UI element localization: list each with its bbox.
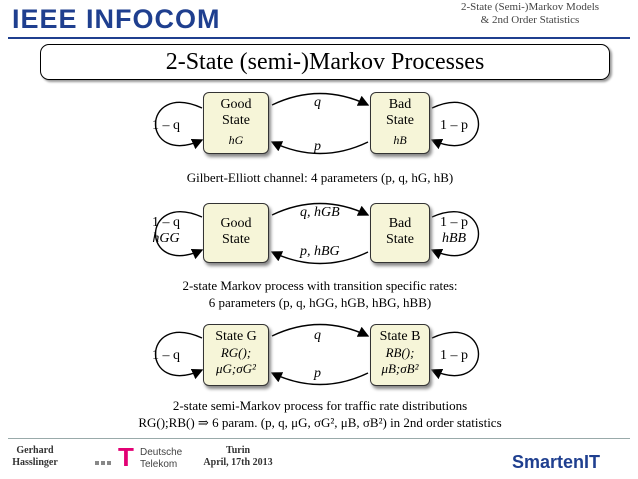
header-line-1: 2-State (Semi-)Markov Models bbox=[460, 1, 600, 13]
page-title: 2-State (semi-)Markov Processes bbox=[165, 49, 485, 75]
d3-good-line1: State G bbox=[215, 329, 257, 344]
d3-bottom-label: p bbox=[314, 366, 321, 381]
d1-right-loop-label: 1 – p bbox=[440, 118, 468, 133]
d2-left-loop-line2: hGG bbox=[152, 231, 180, 246]
footer-place: Turin April, 17th 2013 bbox=[198, 445, 278, 469]
footer-rule bbox=[8, 438, 630, 439]
d3-top-label: q bbox=[314, 328, 321, 343]
d1-arrow-bottom bbox=[270, 141, 369, 155]
footer-author-line2: Hasslinger bbox=[12, 457, 58, 468]
d2-good-line2: State bbox=[222, 232, 250, 247]
d1-bad-line3: hB bbox=[393, 133, 407, 147]
footer-company-line2: Telekom bbox=[140, 459, 178, 470]
d2-loop-right bbox=[430, 211, 479, 260]
d3-good-line2: RG(); bbox=[220, 345, 252, 360]
d1-good-line2: State bbox=[222, 113, 250, 128]
d3-loop-right bbox=[430, 331, 479, 380]
d3-left-loop-label: 1 – q bbox=[152, 348, 180, 363]
telekom-dots bbox=[95, 452, 115, 465]
d3-bad-line1: State B bbox=[379, 329, 421, 344]
d3-bad-line2: RB(); bbox=[385, 345, 415, 360]
footer-author: Gerhard Hasslinger bbox=[10, 445, 60, 469]
d1-loop-left bbox=[155, 101, 204, 150]
header-rule bbox=[8, 37, 630, 39]
d3-caption-2: RG();RB() ⇒ 6 param. (p, q, μG, σG², μB,… bbox=[138, 415, 502, 430]
d2-bottom-label: p, hBG bbox=[300, 244, 340, 259]
d2-caption-1: 2-state Markov process with transition s… bbox=[182, 278, 458, 293]
d1-top-label: q bbox=[314, 95, 321, 110]
footer-company-line1: Deutsche bbox=[140, 447, 183, 458]
d2-top-label: q, hGB bbox=[300, 205, 340, 220]
d3-bad-line3: μB;σB² bbox=[381, 361, 419, 376]
d2-left-loop-label: 1 – q hGG bbox=[152, 215, 180, 247]
d1-arrow-top bbox=[271, 92, 370, 106]
d1-bad-line1: Bad bbox=[388, 97, 412, 112]
d2-arrow-top bbox=[271, 202, 370, 216]
footer-company: Deutsche Telekom bbox=[140, 447, 182, 471]
d1-bad-line2: State bbox=[386, 113, 414, 128]
ieee-infocom-logo: IEEE INFOCOM bbox=[12, 4, 221, 34]
footer-place-line2: April, 17th 2013 bbox=[203, 457, 273, 468]
d2-caption-2: 6 parameters (p, q, hGG, hGB, hBG, hBB) bbox=[208, 295, 432, 310]
d1-loop-right bbox=[430, 101, 479, 150]
d2-right-loop-label: 1 – p hBB bbox=[440, 215, 468, 247]
d3-good-state: State G RG(); μG;σG² bbox=[203, 324, 269, 386]
d3-caption-1: 2-state semi-Markov process for traffic … bbox=[172, 398, 468, 413]
d2-bad-line2: State bbox=[386, 232, 414, 247]
d1-good-line1: Good bbox=[220, 97, 252, 112]
telekom-t-icon: T bbox=[118, 442, 134, 472]
d3-bad-state: State B RB(); μB;σB² bbox=[370, 324, 430, 386]
d3-arrow-top bbox=[271, 323, 370, 337]
d2-bad-line1: Bad bbox=[388, 216, 412, 231]
d1-left-loop-label: 1 – q bbox=[152, 118, 180, 133]
slide-header: 2-State (Semi-)Markov Models & 2nd Order… bbox=[430, 1, 630, 27]
d1-good-state: Good State hG bbox=[203, 92, 269, 154]
d2-right-loop-line1: 1 – p bbox=[440, 215, 468, 230]
d1-bottom-label: p bbox=[314, 139, 321, 154]
smartenit-logo: SmartenIT bbox=[512, 452, 601, 472]
d2-loop-left bbox=[155, 211, 204, 260]
header-line-2: & 2nd Order Statistics bbox=[480, 14, 580, 26]
d2-arrow-bottom bbox=[270, 251, 369, 265]
d1-caption: Gilbert-Elliott channel: 4 parameters (p… bbox=[186, 170, 454, 185]
d1-bad-state: Bad State hB bbox=[370, 92, 430, 154]
footer-author-line1: Gerhard bbox=[16, 445, 54, 456]
footer-place-line1: Turin bbox=[225, 445, 251, 456]
d2-bad-state: Bad State bbox=[370, 203, 430, 263]
d3-right-loop-label: 1 – p bbox=[440, 348, 468, 363]
d2-right-loop-line2: hBB bbox=[441, 231, 467, 246]
d3-arrow-bottom bbox=[270, 372, 369, 386]
d2-good-line1: Good bbox=[220, 216, 252, 231]
d2-good-state: Good State bbox=[203, 203, 269, 263]
d2-left-loop-line1: 1 – q bbox=[152, 215, 180, 230]
d3-good-line3: μG;σG² bbox=[216, 361, 256, 376]
title-box bbox=[40, 44, 610, 80]
d3-loop-left bbox=[155, 331, 204, 380]
d1-good-line3: hG bbox=[228, 133, 244, 147]
